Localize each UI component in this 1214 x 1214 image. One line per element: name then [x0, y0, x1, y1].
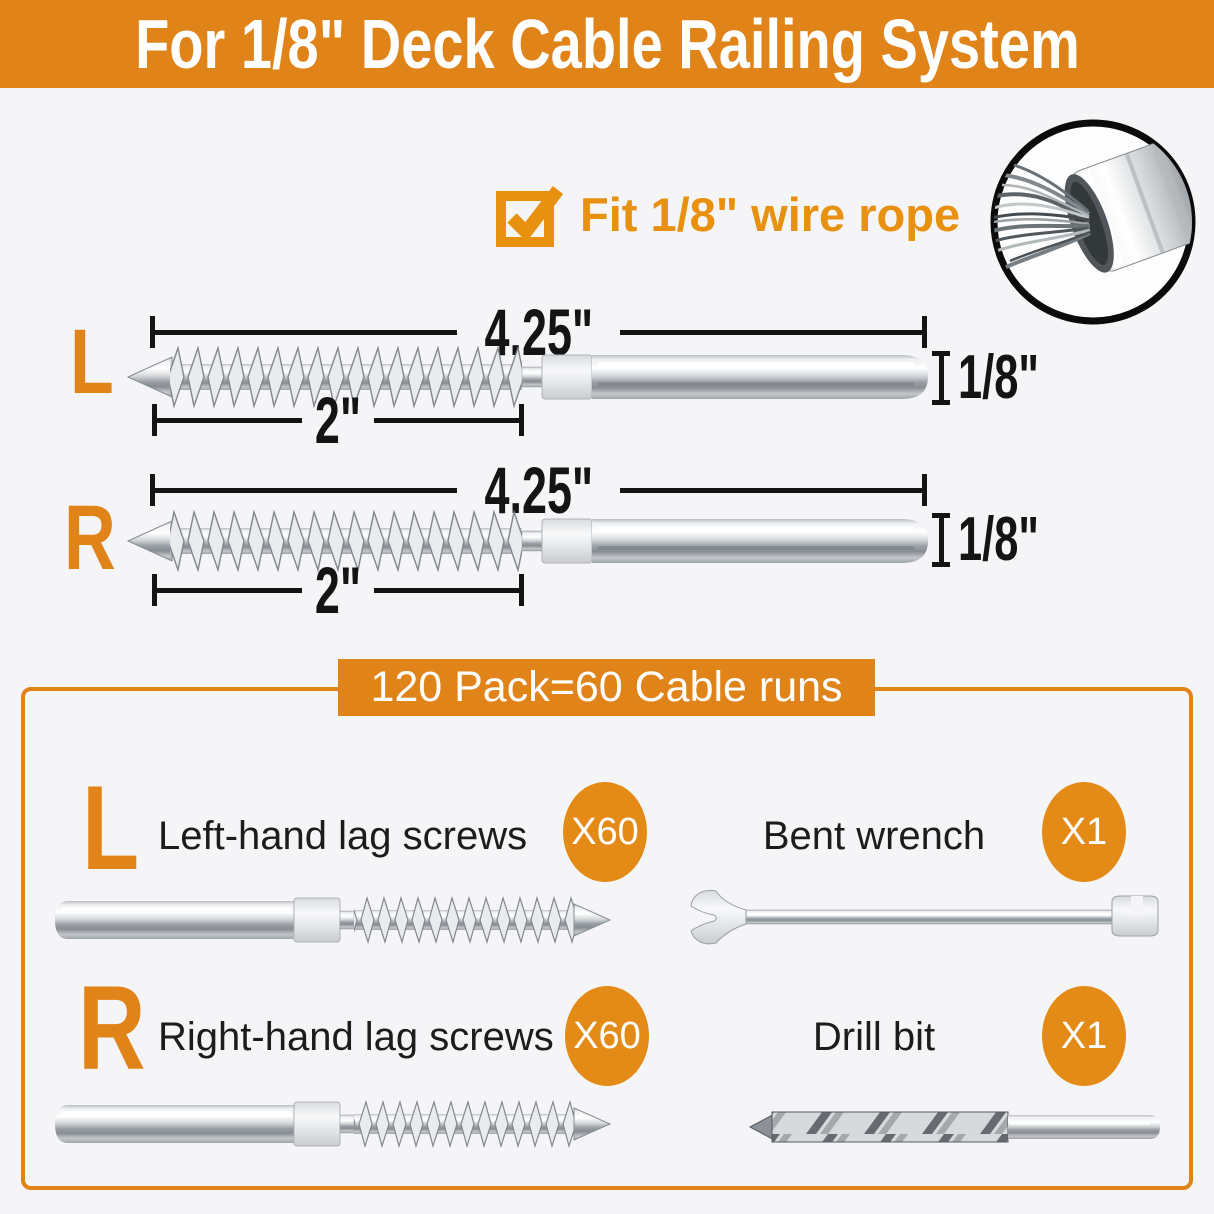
dimension-tick	[152, 574, 157, 606]
dimension-label: 2"	[314, 383, 362, 457]
dimension-line	[374, 417, 519, 423]
dimension-tick	[519, 574, 524, 606]
diagram-letter-right: R	[64, 487, 116, 589]
quantity-badge: X60	[565, 986, 649, 1086]
dimension-line	[155, 487, 457, 493]
dimension-line	[374, 587, 519, 593]
kit-letter-left: L	[82, 761, 140, 895]
kit-item-label: Drill bit	[812, 1015, 936, 1059]
quantity-badge: X1	[1042, 986, 1126, 1086]
diameter-callout-right: 1/8"	[930, 505, 1074, 574]
checkbox-checked-icon	[496, 186, 564, 247]
diameter-label: 1/8"	[958, 505, 1039, 574]
dimension-tick	[519, 404, 524, 436]
banner-title: For 1/8" Deck Cable Railing System	[134, 5, 1080, 83]
dimension-tick	[922, 474, 927, 506]
wire-rope-photo	[990, 119, 1196, 325]
diameter-callout-left: 1/8"	[930, 343, 1074, 412]
lag-screw-left-diagram	[126, 346, 928, 408]
quantity-badge: X1	[1042, 782, 1126, 882]
lag-screw-left-photo	[55, 896, 612, 944]
dimension-line	[620, 487, 922, 493]
dimension-tick	[150, 474, 155, 506]
kit-title: 120 Pack=60 Cable runs	[338, 659, 875, 716]
kit-item-label: Right-hand lag screws	[158, 1015, 554, 1059]
dimension-line	[157, 587, 302, 593]
dimension-line	[620, 329, 922, 335]
dimension-thread-right: 2"	[152, 557, 524, 623]
diagram-letter-left: L	[70, 311, 114, 413]
dimension-tick	[150, 316, 155, 348]
diameter-ibeam	[930, 351, 952, 405]
quantity-badge: X60	[563, 782, 647, 882]
kit-letter-right: R	[78, 961, 146, 1095]
dimension-tick	[152, 404, 157, 436]
diameter-ibeam	[930, 513, 952, 567]
feature-label: Fit 1/8" wire rope	[580, 188, 961, 241]
lag-screw-right-diagram	[126, 510, 928, 572]
diameter-label: 1/8"	[958, 343, 1039, 412]
banner: For 1/8" Deck Cable Railing System	[0, 0, 1214, 88]
kit-item-label: Bent wrench	[762, 814, 986, 858]
lag-screw-right-photo	[55, 1100, 612, 1148]
dimension-line	[155, 329, 457, 335]
dimension-label: 2"	[314, 553, 362, 627]
dimension-tick	[922, 316, 927, 348]
kit-item-label: Left-hand lag screws	[158, 814, 528, 858]
drill-bit-photo	[748, 1111, 1160, 1143]
dimension-thread-left: 2"	[152, 387, 524, 453]
dimension-line	[157, 417, 302, 423]
bent-wrench-photo	[690, 889, 1159, 945]
